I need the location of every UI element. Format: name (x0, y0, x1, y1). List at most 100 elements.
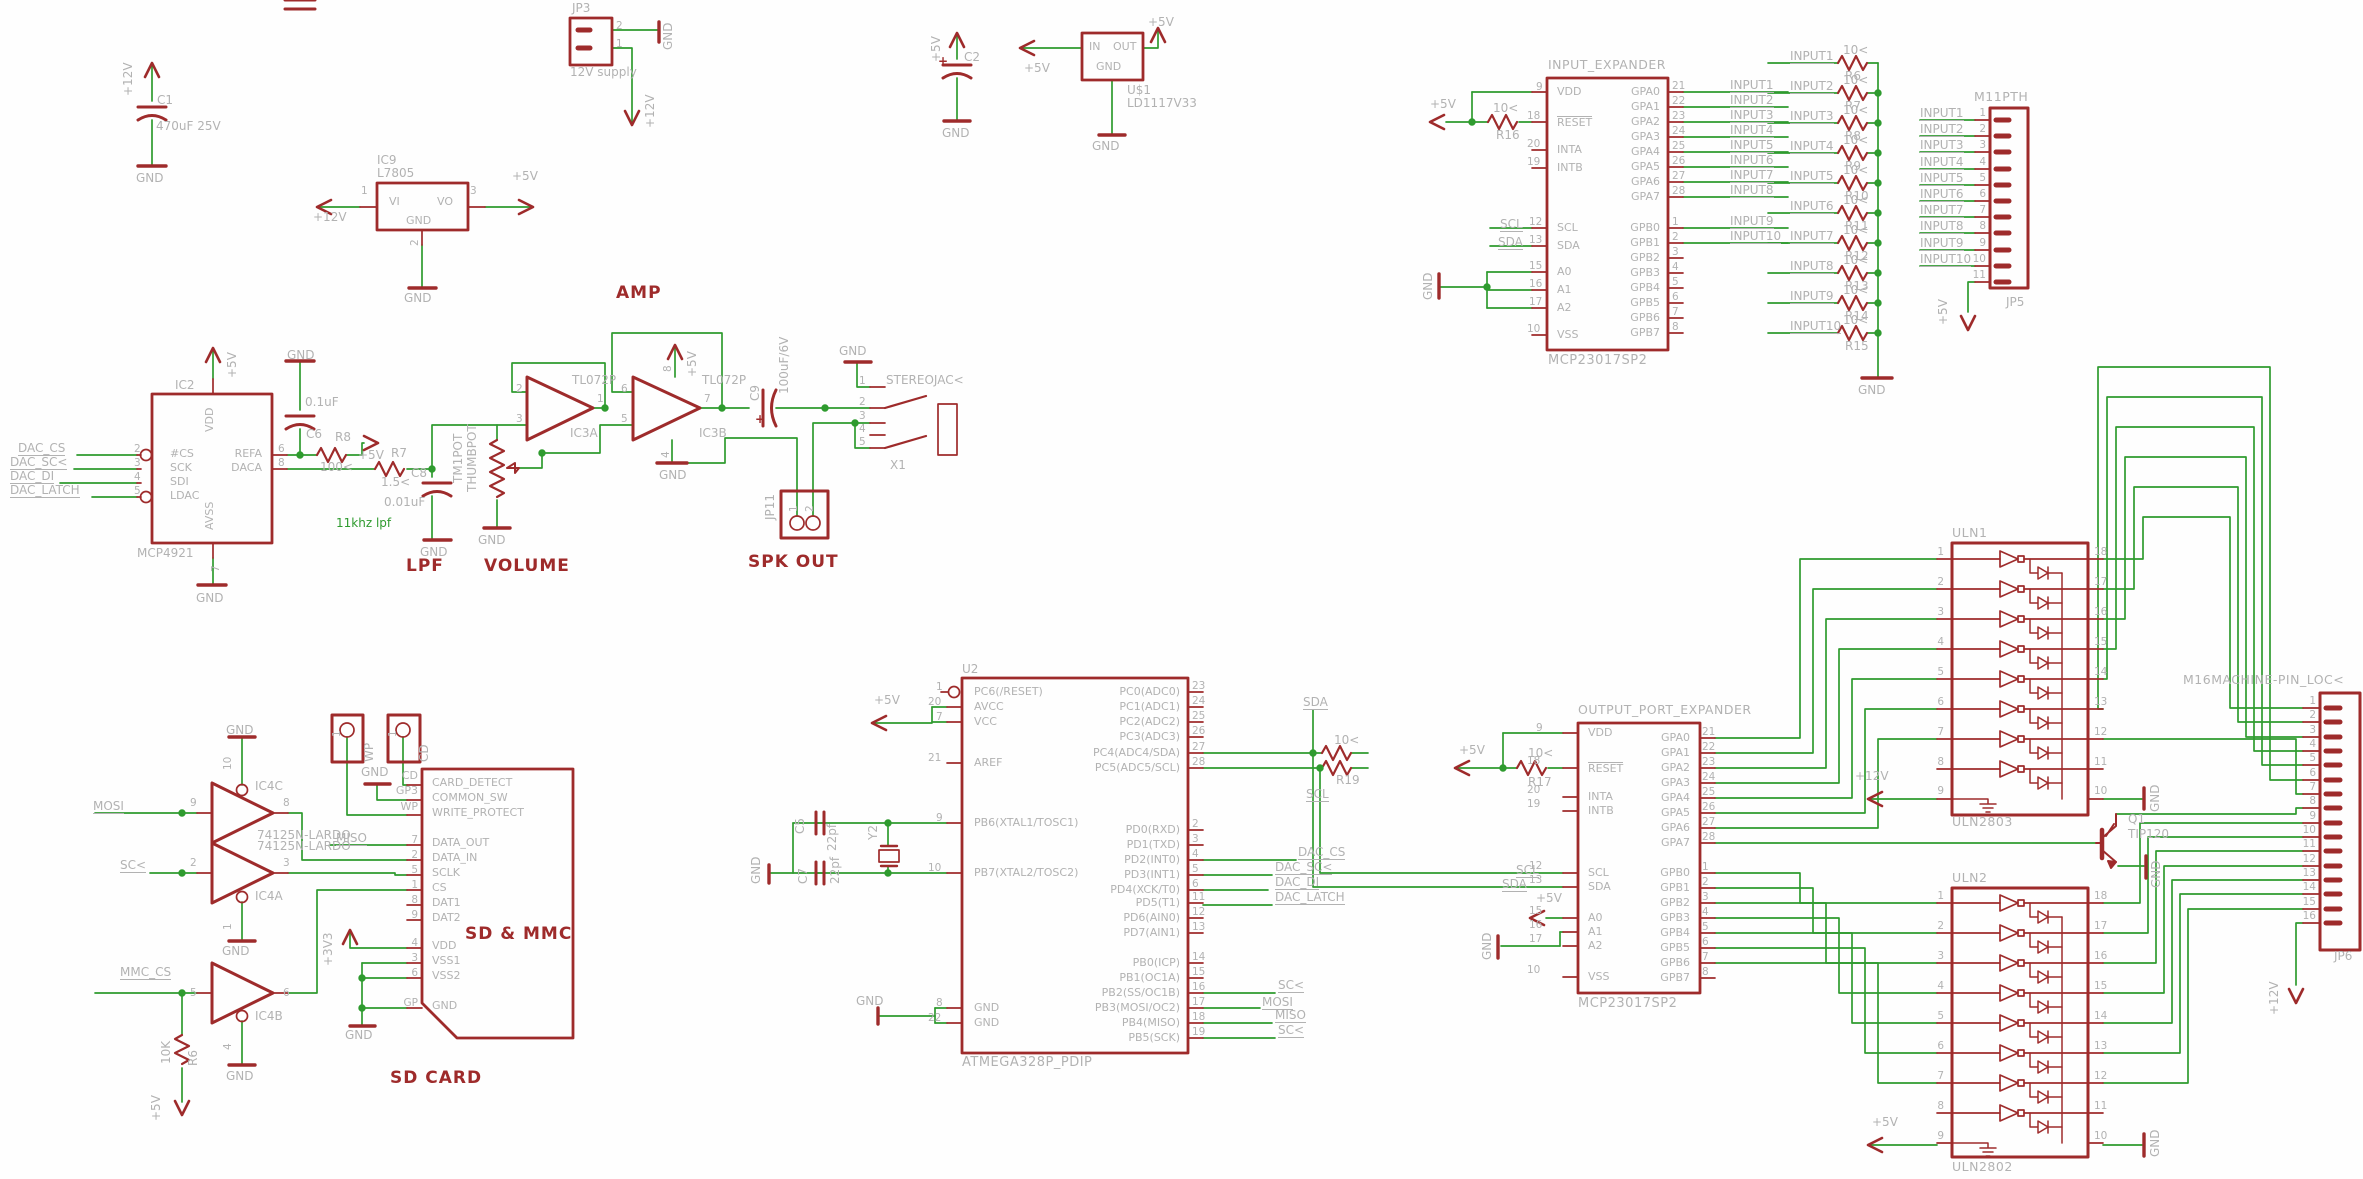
pin-name: PB3(MOSI/OC2) (1094, 1001, 1180, 1014)
pin-number: 15 (2302, 896, 2316, 908)
text-label: R6 (186, 1050, 200, 1066)
net-label: INPUT1 (1920, 106, 1964, 121)
text-label: TL072P (572, 373, 617, 387)
pin-number: 9 (1536, 81, 1543, 93)
pin-number: 25 (1192, 710, 1206, 722)
net-label: INPUT3 (1730, 108, 1774, 123)
pin-number: 1 (859, 375, 866, 387)
text-label: 10< (1843, 313, 1869, 327)
pin-number: 7 (1979, 204, 1986, 216)
text-label: Q1 (2128, 812, 2146, 826)
pin-number: 10 (1527, 323, 1541, 335)
text-label: Y2 (866, 825, 880, 840)
pin-name: RESET (1557, 116, 1593, 129)
net-label: SDA (1498, 235, 1523, 250)
pin-name: VDD (432, 939, 457, 952)
net-label: INPUT3 (1790, 109, 1834, 124)
pin-name: SCLK (432, 866, 461, 879)
pin-name: PD1(TXD) (1126, 838, 1180, 851)
pin-number: 5 (1702, 921, 1709, 933)
power-net-label: +5V (358, 448, 384, 462)
net-label: MISO (1275, 1008, 1306, 1023)
net-label: INPUT4 (1730, 123, 1774, 138)
section-label: SPK OUT (748, 552, 839, 572)
symbols (136, 0, 2305, 1158)
text-label: R12 (1845, 249, 1869, 263)
pin-name: DAT2 (432, 911, 461, 924)
pin-number: 6 (1937, 696, 1944, 708)
pin-number: 11 (2094, 756, 2108, 768)
pin-number: 10 (2094, 785, 2108, 797)
text-label: C1 (157, 93, 174, 107)
pin-name: CD (401, 769, 418, 782)
pin-name: GPA3 (1631, 130, 1660, 143)
text-label: 10< (1843, 253, 1869, 267)
net-label: SCL (1500, 217, 1523, 232)
pin-name: GPA0 (1631, 85, 1660, 98)
section-label: LPF (406, 556, 444, 576)
section-label: SD & MMC (465, 924, 573, 944)
text-label: 10< (1843, 73, 1869, 87)
pin-number: 28 (1672, 185, 1686, 197)
pin-number: 9 (2309, 810, 2316, 822)
pin-number: 12 (1529, 216, 1543, 228)
pin-number: 15 (1192, 966, 1206, 978)
pin-name: PD3(INT1) (1124, 868, 1180, 881)
pin-number: 14 (2094, 1010, 2108, 1022)
text-label: R10 (1845, 189, 1869, 203)
net-label: SDA (1303, 695, 1328, 710)
text-label: MCP4921 (137, 546, 194, 560)
power-net-label: GND (1480, 932, 1494, 960)
pin-number: 16 (1529, 278, 1543, 290)
pin-number: 4 (859, 423, 866, 435)
net-label: SDA (1502, 877, 1527, 892)
pin-number: 25 (1702, 786, 1716, 798)
component-title: OUTPUT_PORT_EXPANDER (1578, 702, 1752, 717)
pin-number: 12 (1192, 906, 1206, 918)
pin-name: GPB2 (1660, 896, 1690, 909)
power-net-label: GND (856, 994, 884, 1008)
pin-name: VO (437, 195, 453, 208)
pin-number: 2 (1937, 920, 1944, 932)
pin-number: 2 (616, 20, 623, 32)
power-net-label: +12V (121, 62, 135, 96)
pin-name: GPB7 (1630, 326, 1660, 339)
pin-number: 4 (1937, 980, 1944, 992)
pin-name: AVSS (203, 501, 216, 530)
pin-number: 2 (411, 849, 418, 861)
pin-number: 1 (361, 185, 368, 197)
pin-number: 8 (662, 365, 674, 372)
pin-name: GPB3 (1630, 266, 1660, 279)
text-label: TM1POT (451, 433, 465, 483)
pin-number: 5 (411, 864, 418, 876)
pin-name: PD4(XCK/T0) (1110, 883, 1180, 896)
pin-number: 23 (1672, 110, 1686, 122)
pin-number: 13 (2094, 1040, 2108, 1052)
net-label: INPUT10 (1730, 229, 1782, 244)
pin-number: 24 (1672, 125, 1686, 137)
pin-number: 10 (2302, 824, 2316, 836)
power-net-label: +5V (1936, 299, 1950, 325)
pin-number: 9 (936, 812, 943, 824)
power-net-label: +12V (313, 210, 347, 224)
net-label: DAC_SC< (10, 455, 68, 470)
pin-number: 15 (2094, 980, 2108, 992)
pin-name: VSS (1557, 328, 1579, 341)
text-label: 10< (1843, 133, 1869, 147)
power-net-label: +5V (874, 693, 900, 707)
net-label: INPUT10 (1920, 252, 1972, 267)
power-net-label: +5V (1536, 891, 1562, 905)
pin-name: VSS1 (432, 954, 461, 967)
pin-name: PB1(OC1A) (1119, 971, 1180, 984)
pin-name: PD2(INT0) (1124, 853, 1180, 866)
component-title: ULN2802 (1952, 1159, 2013, 1174)
pin-name: GPA1 (1631, 100, 1660, 113)
pin-number: 20 (1527, 784, 1541, 796)
power-net-label: GND (2148, 1129, 2162, 1157)
pin-number: 27 (1192, 741, 1206, 753)
pin-name: GPA5 (1631, 160, 1660, 173)
pin-number: 17 (1529, 933, 1543, 945)
pin-number: 2 (859, 396, 866, 408)
net-label: INPUT2 (1920, 122, 1964, 137)
